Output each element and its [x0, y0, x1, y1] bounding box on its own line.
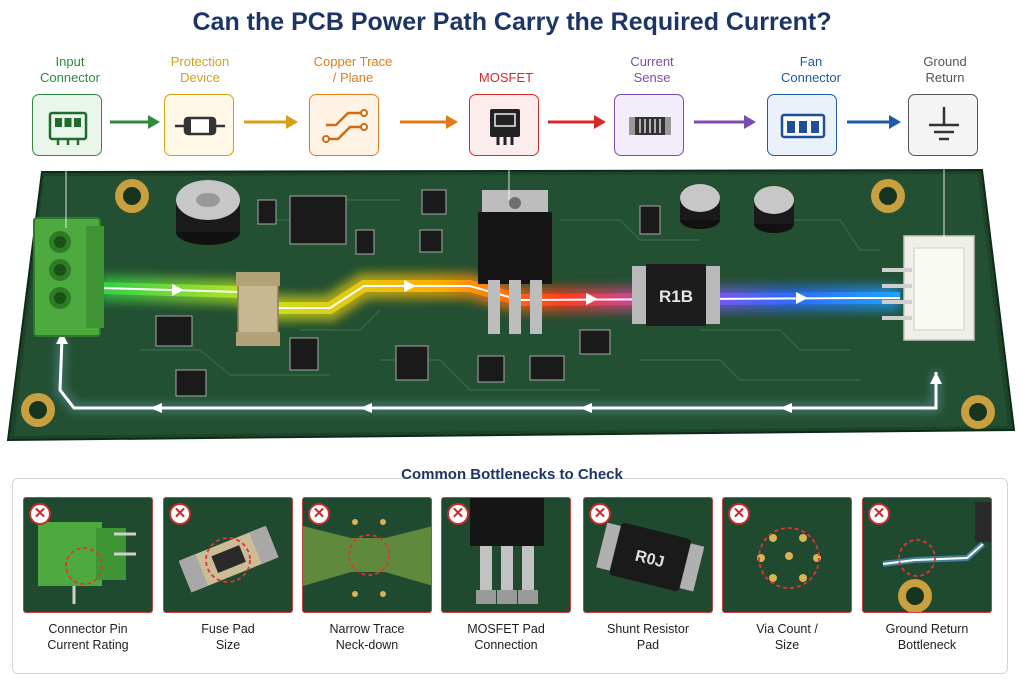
trace-icon [322, 109, 368, 143]
flow-arrow-4 [548, 115, 606, 129]
flow-arrow-5 [694, 115, 756, 129]
ground-return-path [55, 332, 942, 413]
stage-box-ground-return [908, 94, 978, 156]
shunt-resistor-component: R1B [632, 264, 720, 326]
flow-arrow-2 [244, 115, 298, 129]
stage-box-protection-device [164, 94, 234, 156]
error-icon: ✕ [29, 503, 51, 525]
error-icon: ✕ [868, 503, 890, 525]
shunt-marking: R1B [659, 287, 693, 306]
error-icon: ✕ [169, 503, 191, 525]
flow-arrow-3 [400, 115, 458, 129]
fan-connector-component [882, 160, 975, 341]
fuse-pad-image [164, 498, 292, 612]
bottleneck-card-narrow-trace: ✕ [302, 497, 432, 613]
bottleneck-label-via-count: Via Count /Size [756, 622, 818, 652]
input-terminal-block [33, 160, 104, 337]
error-icon: ✕ [728, 503, 750, 525]
stage-box-copper-trace [309, 94, 379, 156]
flow-arrow-1 [110, 115, 160, 129]
error-icon: ✕ [308, 503, 330, 525]
stage-box-input-connector [32, 94, 102, 156]
fuse-component [236, 272, 280, 346]
stage-label-mosfet: MOSFET [478, 70, 534, 85]
capacitors [176, 180, 794, 245]
mosfet-icon [490, 109, 520, 145]
page-title: Can the PCB Power Path Carry the Require… [192, 8, 832, 36]
mosfet-component [478, 160, 552, 334]
shunt-resistor-icon [629, 117, 671, 135]
fuse-icon [175, 116, 225, 136]
flow-arrow-6 [847, 115, 901, 129]
bottleneck-card-shunt-pad: R0J ✕ [583, 497, 713, 613]
ground-icon [929, 107, 959, 141]
stage-box-current-sense [614, 94, 684, 156]
background-traces [140, 199, 880, 391]
mounting-holes [21, 179, 995, 429]
fan-connector-icon [780, 113, 826, 139]
shunt-pad-image: R0J [584, 498, 712, 612]
bottlenecks-title: Common Bottlenecks to Check [401, 466, 623, 483]
stage-box-mosfet [469, 94, 539, 156]
stage-label-copper-trace: Copper Trace/ Plane [313, 54, 393, 85]
error-icon: ✕ [589, 503, 611, 525]
small-ics [155, 189, 661, 397]
bottleneck-card-mosfet-pad: ✕ [441, 497, 571, 613]
bottleneck-card-ground-return: ✕ [862, 497, 992, 613]
bottleneck-card-connector-pin: ✕ [23, 497, 153, 613]
bottleneck-card-via-count: ✕ [722, 497, 852, 613]
bottlenecks-panel [12, 478, 1008, 674]
stage-box-fan-connector [767, 94, 837, 156]
pcb-board: R1B [6, 160, 1016, 442]
bottleneck-card-fuse-pad: ✕ [163, 497, 293, 613]
error-icon: ✕ [447, 503, 469, 525]
connector-icon [48, 111, 88, 145]
bottleneck-shunt-marking: R0J [633, 548, 666, 572]
